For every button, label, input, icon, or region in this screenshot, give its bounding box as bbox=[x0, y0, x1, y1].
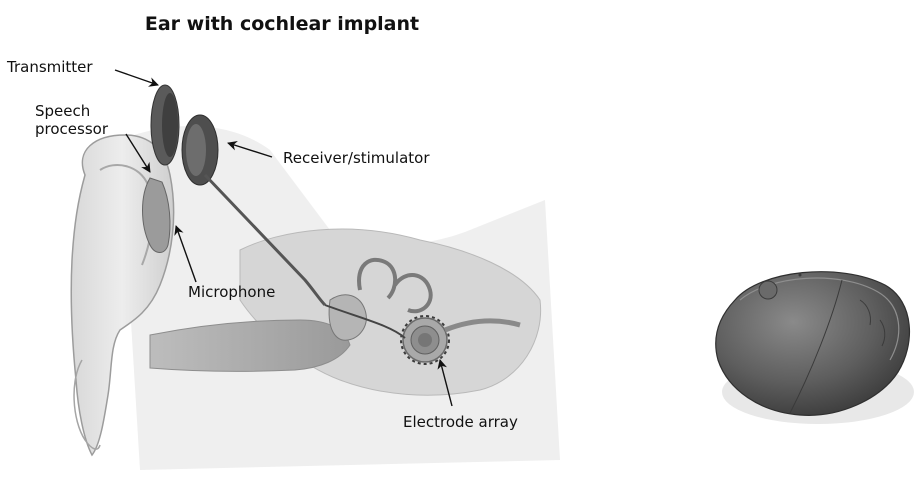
implant-device-photo bbox=[716, 272, 914, 424]
label-speech-processor-line1: Speech bbox=[35, 102, 90, 120]
label-electrode-array: Electrode array bbox=[403, 413, 518, 431]
label-transmitter: Transmitter bbox=[6, 58, 93, 76]
label-microphone: Microphone bbox=[188, 283, 275, 301]
arrow-transmitter bbox=[115, 70, 158, 85]
figure-title: Ear with cochlear implant bbox=[145, 13, 419, 35]
label-receiver-stimulator: Receiver/stimulator bbox=[283, 149, 430, 167]
device-port bbox=[759, 281, 777, 299]
label-speech-processor-line2: processor bbox=[35, 120, 109, 138]
